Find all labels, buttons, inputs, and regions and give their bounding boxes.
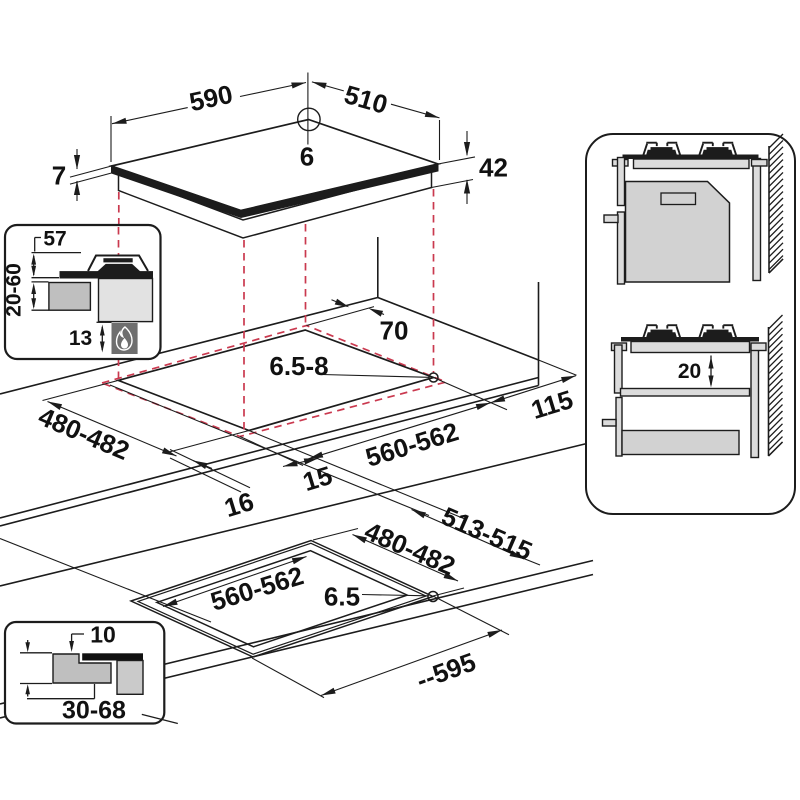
svg-text:70: 70	[380, 316, 409, 346]
svg-text:20-60: 20-60	[3, 263, 26, 317]
svg-text:6.5-8: 6.5-8	[269, 351, 328, 381]
svg-text:20: 20	[678, 360, 701, 383]
svg-text:13: 13	[69, 327, 92, 350]
svg-text:6: 6	[300, 142, 314, 172]
svg-text:6.5: 6.5	[324, 582, 360, 612]
svg-text:57: 57	[43, 228, 66, 251]
svg-text:30-68: 30-68	[62, 697, 126, 725]
svg-text:10: 10	[90, 622, 116, 648]
svg-text:7: 7	[52, 161, 66, 191]
svg-text:42: 42	[479, 153, 508, 183]
